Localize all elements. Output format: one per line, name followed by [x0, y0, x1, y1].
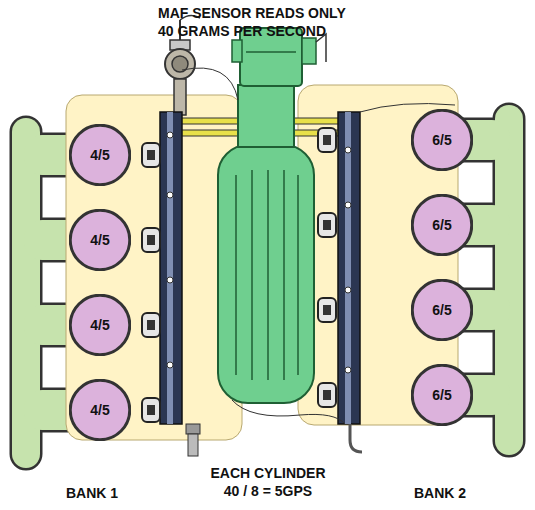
cylinder-circle: 4/5 — [69, 379, 131, 441]
bank-label: BANK 1 — [65, 484, 120, 502]
cylinder-fraction: 6/5 — [432, 132, 451, 148]
cylinder-circle: 6/5 — [411, 194, 473, 256]
cylinder-circle: 4/5 — [69, 294, 131, 356]
cylinder-fraction: 4/5 — [90, 317, 109, 333]
cylinder-circle: 4/5 — [69, 209, 131, 271]
cylinder-fraction: 6/5 — [432, 302, 451, 318]
cylinder-circle: 6/5 — [411, 364, 473, 426]
cylinder-fraction: 4/5 — [90, 147, 109, 163]
cylinder-circle: 6/5 — [411, 279, 473, 341]
cylinder-fraction: 4/5 — [90, 232, 109, 248]
cylinder-circle: 6/5 — [411, 109, 473, 171]
cylinder-fraction: 4/5 — [90, 402, 109, 418]
cylinder-fraction: 6/5 — [432, 387, 451, 403]
bank-label: BANK 2 — [413, 484, 468, 502]
cylinder-fraction: 6/5 — [432, 217, 451, 233]
formula-note: EACH CYLINDER 40 / 8 = 5GPS — [210, 464, 326, 500]
callout-title: MAF SENSOR READS ONLY 40 GRAMS PER SECON… — [158, 4, 346, 40]
cylinder-circle: 4/5 — [69, 124, 131, 186]
